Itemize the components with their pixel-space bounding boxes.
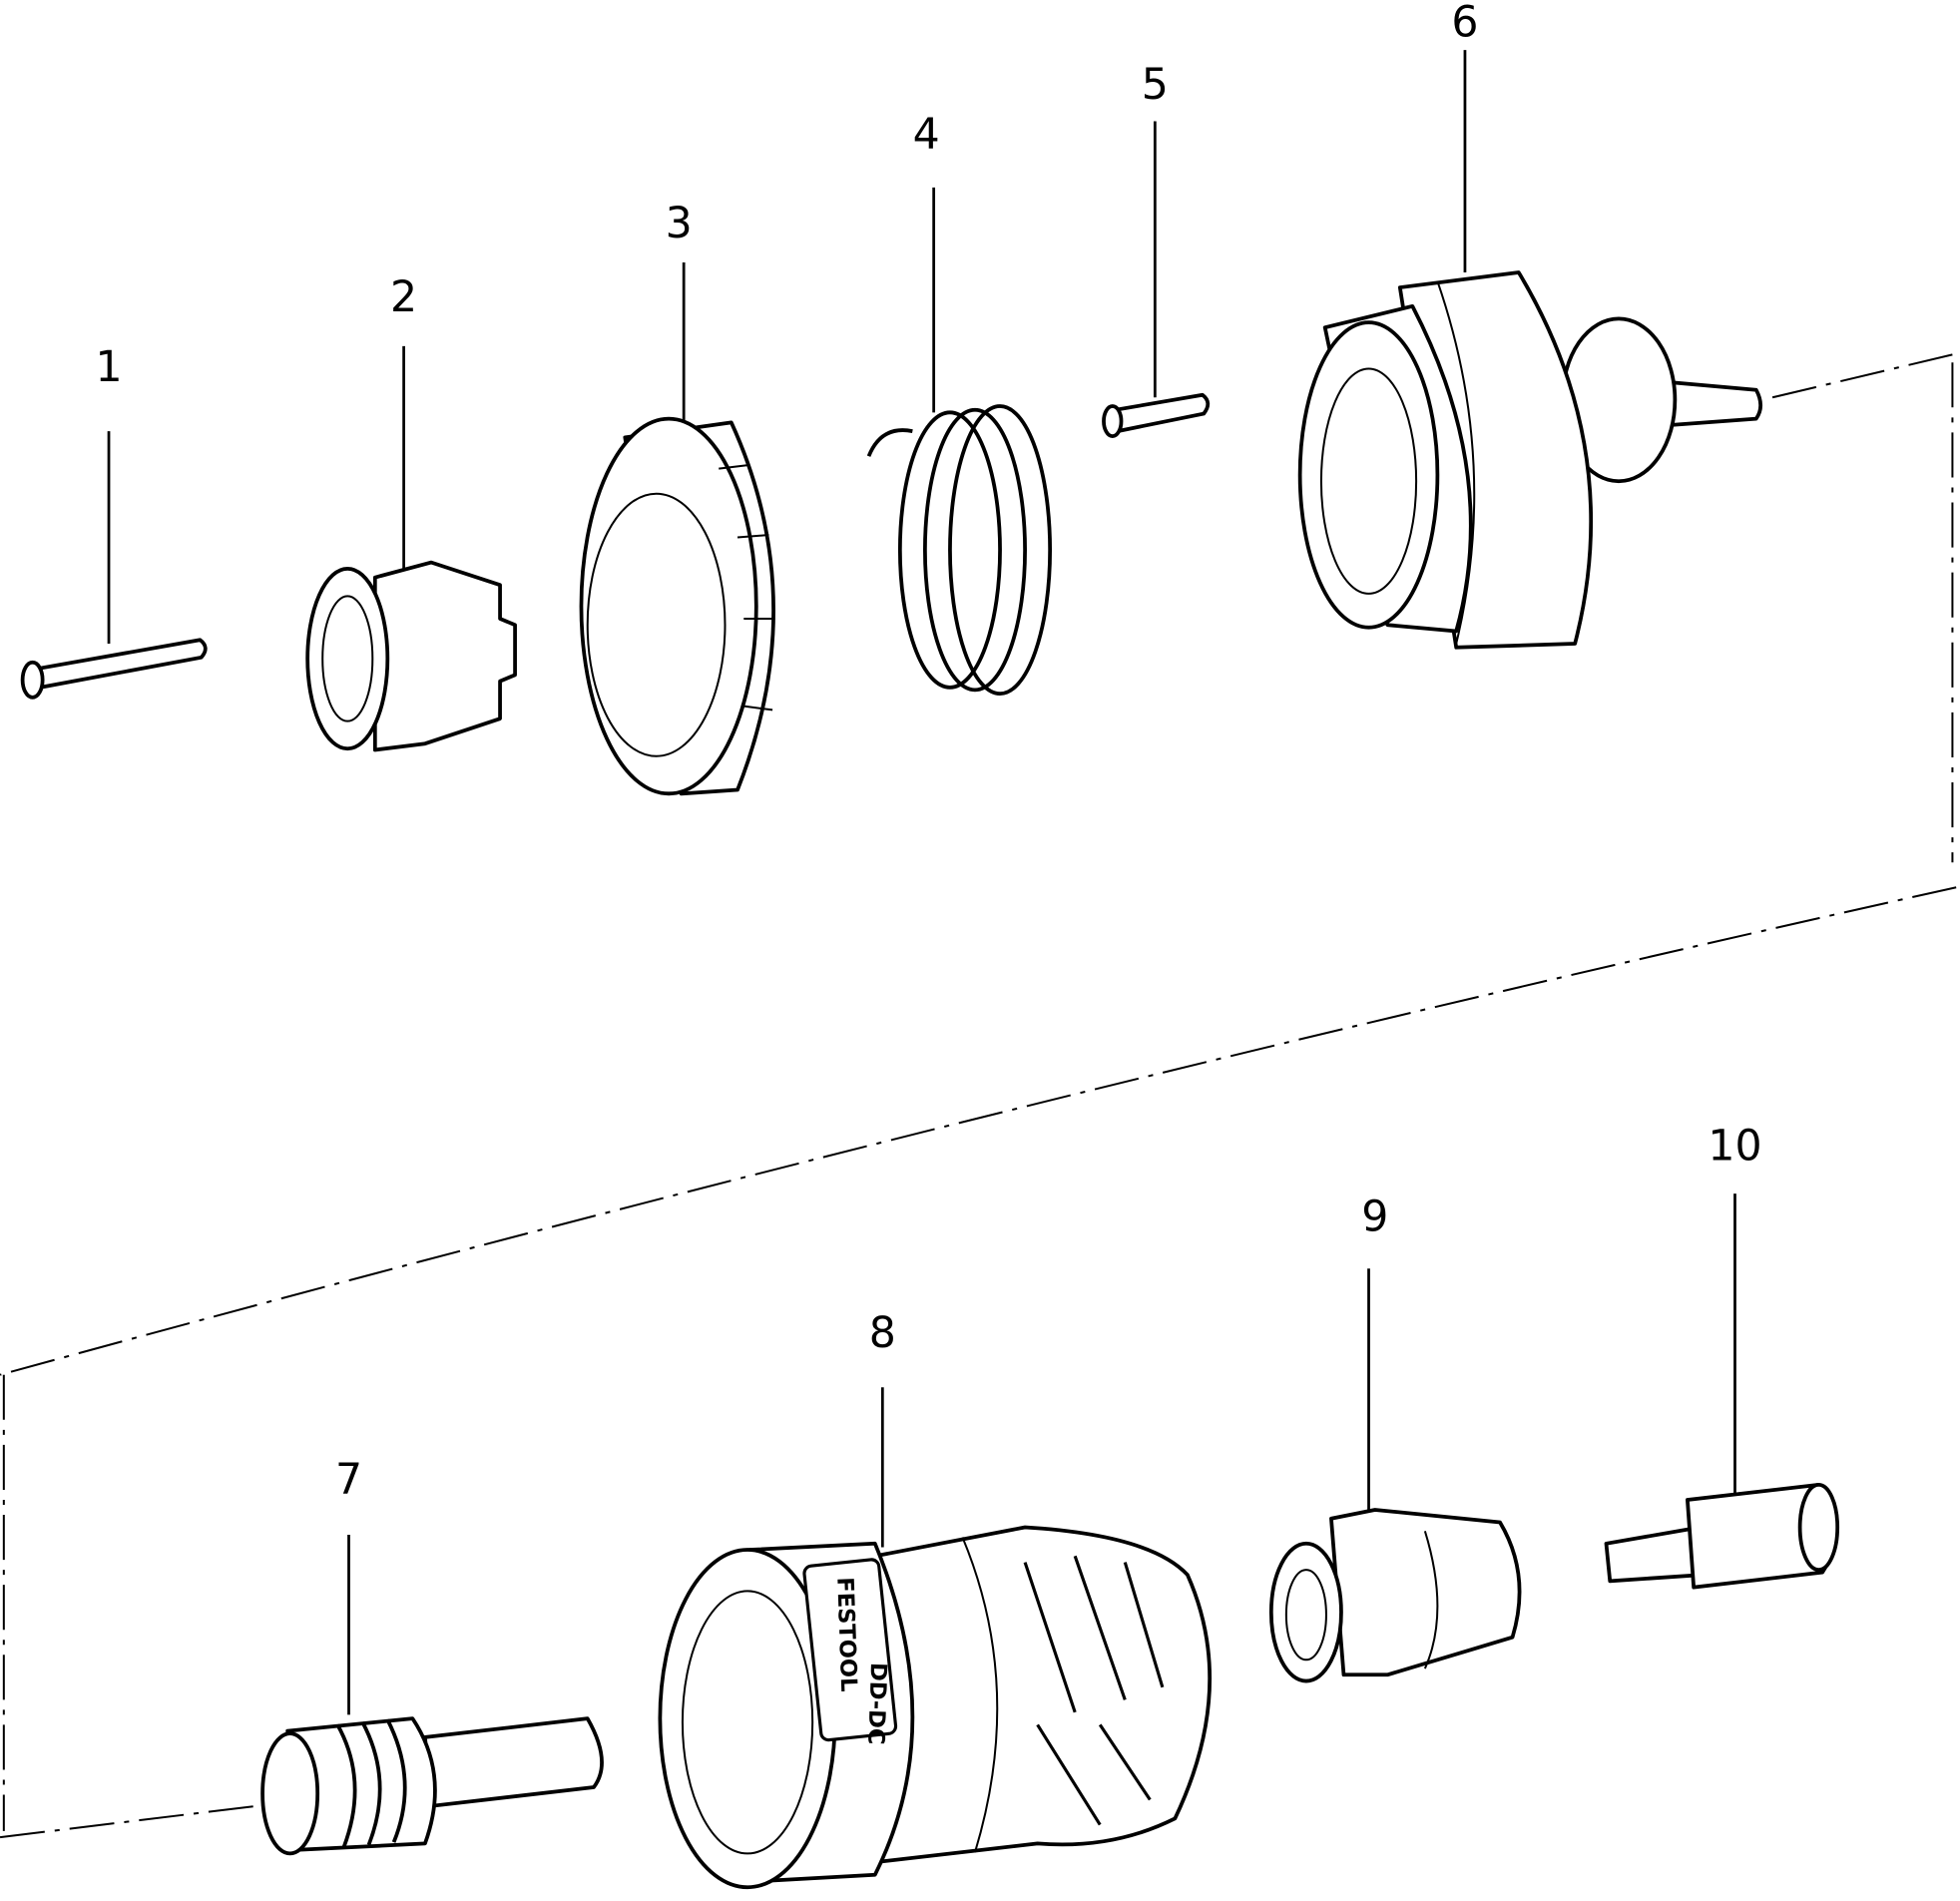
part-9-nose [1268, 1508, 1522, 1683]
part-number-9: 9 [1361, 1192, 1388, 1242]
festool-logo: FESTOOL [831, 1577, 861, 1692]
part-number-10: 10 [1708, 1121, 1761, 1171]
model-marking: DD-DC [862, 1663, 891, 1745]
part-number-3: 3 [666, 199, 693, 248]
part-number-6: 6 [1451, 0, 1478, 47]
part-2-adapter [305, 560, 517, 752]
part-4-spring [866, 404, 1053, 696]
part-number-5: 5 [1142, 60, 1169, 110]
part-1-screw [20, 638, 208, 700]
assembly-axis [0, 352, 1957, 1839]
part-8-chuck: FESTOOL DD-DC [658, 1525, 1212, 1890]
part-5-pin [1102, 392, 1211, 438]
part-number-1: 1 [95, 342, 122, 392]
part-7-spindle [260, 1716, 604, 1856]
leader-lines [107, 50, 1736, 1715]
part-number-4: 4 [913, 110, 940, 160]
part-number-7: 7 [335, 1455, 362, 1505]
chuck-label-panel: FESTOOL DD-DC [802, 1558, 898, 1745]
part-10-bit-holder [1604, 1483, 1840, 1590]
part-6-sleeve [1297, 270, 1763, 650]
part-number-8: 8 [869, 1308, 896, 1358]
part-3-ring [579, 416, 775, 796]
part-number-2: 2 [390, 272, 417, 322]
